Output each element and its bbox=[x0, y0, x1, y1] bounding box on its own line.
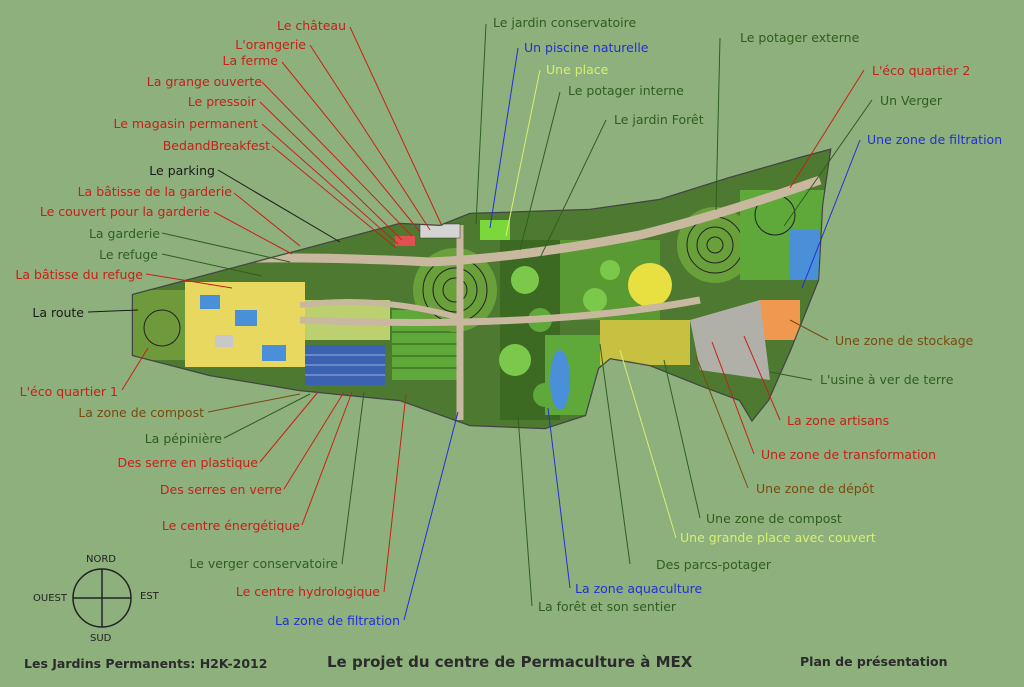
label-parking: Le parking bbox=[149, 163, 215, 178]
compass-south-label: SUD bbox=[90, 633, 112, 644]
label-place: Une place bbox=[546, 62, 609, 77]
compass-east-label: EST bbox=[140, 591, 159, 602]
leader-eco1 bbox=[121, 347, 149, 391]
leader-filtration-bas bbox=[403, 411, 459, 621]
leader-verger-conservatoire bbox=[341, 391, 365, 565]
leader-verger bbox=[783, 99, 873, 227]
label-artisans: La zone artisans bbox=[787, 413, 890, 428]
label-couvert-garderie: Le couvert pour la garderie bbox=[39, 204, 210, 219]
label-pepiniere: La pépinière bbox=[144, 431, 222, 446]
leader-filtration-haut bbox=[801, 139, 861, 289]
label-jardin-foret: Le jardin Forêt bbox=[614, 112, 704, 127]
leader-batisse-garderie bbox=[233, 192, 301, 247]
leader-refuge bbox=[161, 253, 263, 277]
label-filtration-haut: Une zone de filtration bbox=[867, 132, 1003, 147]
label-serres-verre: Des serres en verre bbox=[159, 482, 282, 497]
label-ferme: La ferme bbox=[222, 53, 278, 68]
label-garderie: La garderie bbox=[88, 226, 160, 241]
label-filtration-bas: La zone de filtration bbox=[275, 613, 400, 628]
leader-artisans bbox=[743, 335, 781, 421]
leader-serres-verre bbox=[283, 391, 345, 490]
leader-jardin-foret bbox=[539, 119, 607, 259]
leader-hydrologique bbox=[383, 393, 407, 593]
label-orangerie: L'orangerie bbox=[235, 37, 306, 52]
leader-grange bbox=[261, 81, 413, 237]
leader-parcs-potager bbox=[599, 343, 631, 565]
label-grande-place: Une grande place avec couvert bbox=[680, 530, 876, 545]
label-jardin-conservatoire: Le jardin conservatoire bbox=[493, 15, 637, 30]
label-hydrologique: Le centre hydrologique bbox=[235, 584, 380, 599]
label-compost: La zone de compost bbox=[78, 405, 204, 420]
leader-stockage bbox=[789, 319, 829, 341]
leader-pepiniere bbox=[223, 393, 311, 439]
subtitle-text: Plan de présentation bbox=[800, 654, 948, 669]
label-potager-interne: Le potager interne bbox=[568, 83, 684, 98]
label-serres-plastique: Des serre en plastique bbox=[117, 455, 258, 470]
leader-place bbox=[505, 69, 541, 237]
label-depot: Une zone de dépôt bbox=[756, 481, 875, 496]
leader-foret-sentier bbox=[517, 415, 533, 607]
leader-parking bbox=[217, 169, 341, 243]
leader-couvert-garderie bbox=[213, 211, 293, 255]
label-bnb: BedandBreakfest bbox=[162, 138, 270, 153]
leader-eco2 bbox=[789, 69, 865, 189]
label-grange: La grange ouverte bbox=[146, 74, 262, 89]
leader-orangerie bbox=[309, 44, 431, 231]
label-compost2: Une zone de compost bbox=[706, 511, 842, 526]
label-magasin: Le magasin permanent bbox=[113, 116, 258, 131]
label-verger-conservatoire: Le verger conservatoire bbox=[189, 556, 338, 571]
leader-transformation bbox=[711, 341, 755, 455]
label-chateau: Le château bbox=[276, 18, 346, 33]
label-pressoir: Le pressoir bbox=[187, 94, 256, 109]
label-route: La route bbox=[32, 305, 84, 320]
label-eco1: L'éco quartier 1 bbox=[19, 384, 118, 399]
label-foret-sentier: La forêt et son sentier bbox=[538, 599, 677, 614]
label-piscine: Un piscine naturelle bbox=[524, 40, 649, 55]
leader-potager-interne bbox=[519, 91, 561, 251]
label-parcs-potager: Des parcs-potager bbox=[656, 557, 772, 572]
leader-piscine bbox=[489, 47, 519, 229]
leader-route bbox=[87, 309, 139, 313]
label-transformation: Une zone de transformation bbox=[761, 447, 937, 462]
label-verger: Un Verger bbox=[880, 93, 942, 108]
leader-jardin-conservatoire bbox=[475, 23, 487, 225]
leader-magasin bbox=[261, 123, 399, 245]
label-eco2: L'éco quartier 2 bbox=[872, 63, 971, 78]
leader-ferme bbox=[281, 61, 421, 233]
compass-north-label: NORD bbox=[86, 554, 116, 565]
leader-compost2 bbox=[663, 359, 701, 519]
leader-pressoir bbox=[259, 101, 403, 241]
leader-chateau bbox=[349, 26, 443, 227]
label-batisse-garderie: La bâtisse de la garderie bbox=[77, 184, 232, 199]
label-stockage: Une zone de stockage bbox=[835, 333, 974, 348]
label-refuge: Le refuge bbox=[99, 247, 158, 262]
leader-depot bbox=[695, 355, 749, 489]
leader-aquaculture bbox=[547, 407, 571, 589]
label-energetique: Le centre énergétique bbox=[161, 518, 300, 533]
leader-bnb bbox=[271, 145, 397, 249]
leader-energetique bbox=[301, 391, 353, 526]
leader-grande-place bbox=[619, 349, 677, 539]
leader-usine bbox=[769, 371, 813, 381]
label-usine: L'usine à ver de terre bbox=[820, 372, 954, 387]
page-title: Le projet du centre de Permaculture à ME… bbox=[327, 653, 693, 671]
credit-text: Les Jardins Permanents: H2K-2012 bbox=[24, 656, 268, 671]
leader-garderie bbox=[161, 232, 291, 263]
leader-batisse-refuge bbox=[145, 273, 233, 289]
leader-serres-plastique bbox=[259, 391, 319, 463]
label-batisse-refuge: La bâtisse du refuge bbox=[15, 267, 143, 282]
leader-potager-externe bbox=[715, 37, 721, 211]
label-potager-externe: Le potager externe bbox=[740, 30, 860, 45]
compass-west-label: OUEST bbox=[33, 593, 67, 604]
label-aquaculture: La zone aquaculture bbox=[575, 581, 703, 596]
compass-rose bbox=[72, 568, 132, 628]
leader-compost bbox=[207, 393, 301, 413]
